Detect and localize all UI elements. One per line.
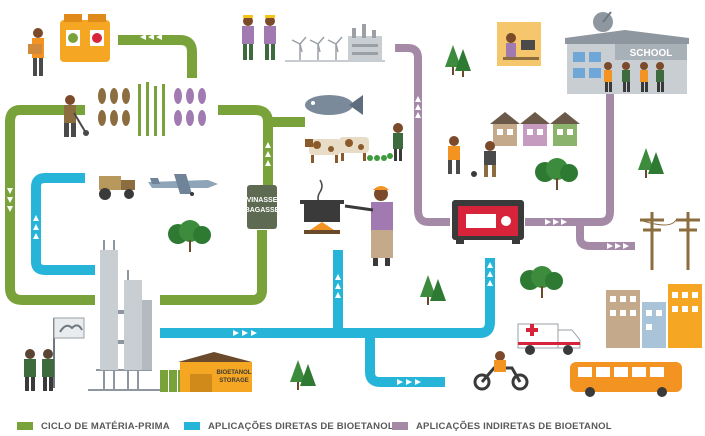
sugarcane-field-icon	[98, 82, 206, 136]
cooking-woman-icon	[344, 186, 393, 266]
legend-label-direct: APLICAÇÕES DIRETAS DE BIOETANOL	[208, 420, 394, 432]
legend: CICLO DE MATÉRIA-PRIMA APLICAÇÕES DIRETA…	[0, 414, 705, 436]
legend-item-direct: APLICAÇÕES DIRETAS DE BIOETANOL	[184, 420, 394, 432]
school-sign: SCHOOL	[630, 48, 673, 59]
motorbike-icon	[473, 351, 529, 391]
tractor-icon	[99, 176, 135, 200]
feedstock-cycle-paths	[5, 35, 305, 305]
legend-swatch-direct	[184, 422, 200, 430]
seed-jars-icon	[60, 14, 110, 62]
distillery-icon	[88, 240, 160, 391]
generator-icon	[452, 200, 524, 244]
direct-arrows	[33, 215, 493, 385]
ambulance-icon	[517, 323, 581, 355]
power-poles-icon	[639, 212, 700, 270]
legend-item-feedstock: CICLO DE MATÉRIA-PRIMA	[17, 420, 170, 432]
children-playing-icon	[604, 62, 664, 92]
farmer-with-crate-icon	[28, 28, 44, 76]
vinasse-label: VINASSE	[247, 197, 278, 204]
legend-swatch-indirect	[392, 422, 408, 430]
apartment-buildings-icon	[606, 284, 702, 348]
fish-icon	[305, 95, 363, 115]
legend-swatch-feedstock	[17, 422, 33, 430]
storage-label-line1: BIOETANOL	[217, 370, 252, 376]
children-playing-icon	[448, 136, 496, 177]
factory-icon	[348, 24, 382, 62]
bus-icon	[570, 362, 682, 397]
indirect-arrows	[415, 96, 629, 249]
tree-icon	[168, 45, 664, 390]
storage-label-line2: STORAGE	[219, 378, 249, 384]
bagasse-label: BAGASSE	[245, 207, 280, 214]
cows-icon	[305, 137, 369, 163]
crop-duster-plane-icon	[148, 174, 218, 196]
direct-application-paths	[31, 173, 495, 387]
farmer-hoe-icon	[64, 95, 89, 137]
storage-warehouse-icon: BIOETANOL STORAGE	[160, 352, 252, 392]
legend-item-indirect: APLICAÇÕES INDIRETAS DE BIOETANOL	[392, 420, 612, 432]
legend-label-indirect: APLICAÇÕES INDIRETAS DE BIOETANOL	[416, 420, 612, 432]
herder-icon	[367, 123, 403, 161]
teacher-computer-icon	[497, 22, 541, 66]
cooking-pot-icon	[300, 179, 344, 234]
indirect-application-paths	[395, 44, 635, 250]
vinasse-bagasse-container: VINASSE BAGASSE	[245, 185, 280, 229]
legend-label-feedstock: CICLO DE MATÉRIA-PRIMA	[41, 420, 170, 432]
delegation-icon	[24, 317, 85, 391]
houses-icon	[490, 112, 580, 146]
workers-icon	[242, 15, 276, 60]
feedstock-arrows	[7, 34, 271, 212]
